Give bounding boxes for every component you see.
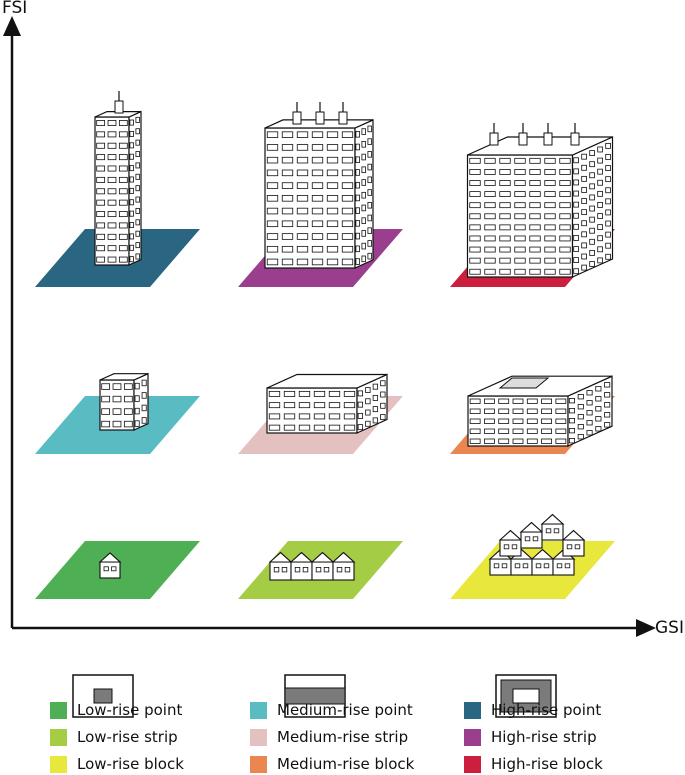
medium-rise-point-building xyxy=(99,372,149,431)
low-rise-strip-house xyxy=(331,551,356,581)
low-rise-strip-house xyxy=(268,551,293,581)
plan-icon-block xyxy=(495,674,557,718)
x-axis-label: GSI xyxy=(655,618,684,638)
medium-rise-block-building xyxy=(467,375,613,447)
buildings xyxy=(94,91,614,581)
plan-icon-point xyxy=(72,674,134,718)
low-rise-point-building xyxy=(98,552,122,579)
high-rise-strip-building xyxy=(264,102,374,269)
y-axis-arrow xyxy=(3,16,21,36)
low-rise-block-house xyxy=(540,513,565,541)
low-rise-block-house xyxy=(561,529,586,557)
high-rise-block-building xyxy=(466,123,614,278)
low-rise-strip-house xyxy=(289,551,314,581)
low-rise-block-house xyxy=(498,529,523,557)
x-axis-arrow xyxy=(636,619,656,637)
plan-icon-strip xyxy=(284,674,346,718)
high-rise-point-building xyxy=(94,91,142,266)
medium-rise-strip-building xyxy=(266,373,388,434)
low-rise-strip-house xyxy=(310,551,335,581)
y-axis-label: FSI xyxy=(2,0,28,18)
low-rise-block-house xyxy=(519,521,544,549)
